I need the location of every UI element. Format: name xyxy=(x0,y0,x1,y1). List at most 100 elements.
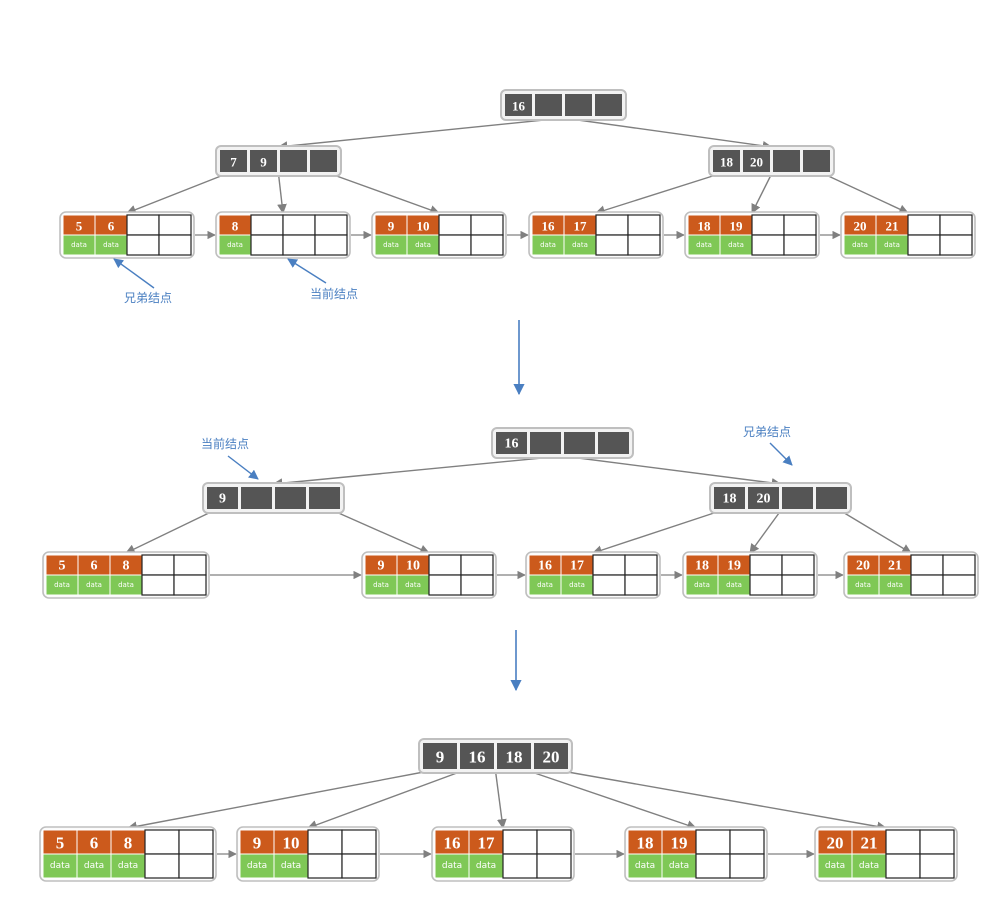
leaf-key-text: 20 xyxy=(827,834,844,853)
leaf-data-cell xyxy=(110,853,146,879)
leaf-key-cell xyxy=(695,829,731,855)
internal-key-cell xyxy=(423,743,457,769)
leaf-data-cell xyxy=(438,234,472,256)
internal-key-text: 20 xyxy=(543,748,560,767)
leaf-data-cell xyxy=(141,574,175,596)
internal-key-cell xyxy=(310,150,337,172)
internal-key-text: 16 xyxy=(512,99,526,114)
internal-key-cell xyxy=(714,487,745,509)
leaf-data-cell xyxy=(595,234,629,256)
leaf-data-text: data xyxy=(537,581,553,589)
leaf-data-cell xyxy=(781,574,815,596)
tree-edge xyxy=(562,455,782,488)
internal-node: 16 xyxy=(500,89,627,121)
leaf-data-cell xyxy=(942,574,976,596)
leaf-key-text: 16 xyxy=(538,559,552,574)
leaf-key-cell xyxy=(729,829,765,855)
leaf-data-text: data xyxy=(86,581,102,589)
internal-key-text: 18 xyxy=(506,748,523,767)
leaf-key-text: 17 xyxy=(570,559,584,574)
leaf-key-cell xyxy=(783,214,817,236)
annotation-arrow xyxy=(769,442,793,466)
internal-key-cell xyxy=(207,487,238,509)
internal-key-cell xyxy=(534,743,568,769)
leaf-key-cell xyxy=(749,554,783,576)
leaf-data-cell xyxy=(749,574,783,596)
leaf-data-cell xyxy=(158,234,192,256)
leaf-key-text: 21 xyxy=(861,834,878,853)
leaf-data-text: data xyxy=(442,861,462,871)
annotation-label: 当前结点 xyxy=(201,436,249,451)
internal-key-cell xyxy=(241,487,272,509)
leaf-key-text: 18 xyxy=(637,834,654,853)
leaf-data-cell xyxy=(783,234,817,256)
leaf-key-text: 18 xyxy=(698,219,712,234)
internal-key-text: 16 xyxy=(469,748,486,767)
leaf-data-cell xyxy=(661,853,697,879)
tree-edge xyxy=(561,770,887,832)
leaf-key-cell xyxy=(751,214,785,236)
leaf-key-cell xyxy=(141,554,175,576)
tree-edge xyxy=(272,455,563,489)
leaf-key-text: 16 xyxy=(444,834,461,853)
tree-edge xyxy=(751,173,773,214)
leaf-key-cell xyxy=(42,829,78,855)
leaf-data-cell xyxy=(307,853,343,879)
internal-key-cell xyxy=(598,432,629,454)
tree-edge xyxy=(528,770,697,830)
internal-key-text: 9 xyxy=(436,748,445,767)
leaf-data-cell xyxy=(502,853,538,879)
internal-key-text: 18 xyxy=(723,492,737,507)
leaf-key-cell xyxy=(158,214,192,236)
tree-edge xyxy=(749,510,782,554)
leaf-key-text: 5 xyxy=(76,219,83,234)
leaf-data-text: data xyxy=(247,861,267,871)
internal-key-cell xyxy=(309,487,340,509)
internal-key-text: 7 xyxy=(230,155,237,170)
leaf-data-cell xyxy=(470,234,504,256)
internal-key-cell xyxy=(803,150,830,172)
leaf-data-cell xyxy=(695,853,731,879)
leaf-key-text: 21 xyxy=(886,219,899,234)
leaf-key-cell xyxy=(178,829,214,855)
leaf-data-cell xyxy=(42,853,78,879)
leaf-data-cell xyxy=(627,234,661,256)
leaf-data-cell xyxy=(460,574,494,596)
internal-key-text: 16 xyxy=(505,437,519,452)
leaf-key-text: 6 xyxy=(108,219,115,234)
internal-key-cell xyxy=(713,150,740,172)
leaf-data-cell xyxy=(939,234,973,256)
leaf-data-cell xyxy=(751,234,785,256)
leaf-data-text: data xyxy=(103,241,119,249)
leaf-data-text: data xyxy=(373,581,389,589)
leaf-data-cell xyxy=(273,853,309,879)
tree-edge xyxy=(840,510,912,554)
leaf-data-cell xyxy=(144,853,180,879)
leaf-data-text: data xyxy=(227,241,243,249)
leaf-data-cell xyxy=(468,853,504,879)
leaf-data-text: data xyxy=(71,241,87,249)
leaf-key-cell xyxy=(76,829,112,855)
leaf-key-cell xyxy=(438,214,472,236)
internal-node-frame xyxy=(491,427,634,459)
tree-edge xyxy=(307,770,463,830)
internal-node-frame xyxy=(215,145,342,177)
leaf-data-cell xyxy=(627,853,663,879)
leaf-key-text: 9 xyxy=(253,834,262,853)
leaf-key-cell xyxy=(428,554,462,576)
tree-edge xyxy=(563,117,773,151)
leaf-key-text: 16 xyxy=(542,219,556,234)
leaf-data-text: data xyxy=(855,581,871,589)
internal-key-cell xyxy=(773,150,800,172)
leaf-key-cell xyxy=(470,214,504,236)
tree-edge xyxy=(127,770,430,832)
leaf-key-cell xyxy=(910,554,944,576)
leaf-key-text: 9 xyxy=(378,559,385,574)
internal-key-cell xyxy=(535,94,562,116)
